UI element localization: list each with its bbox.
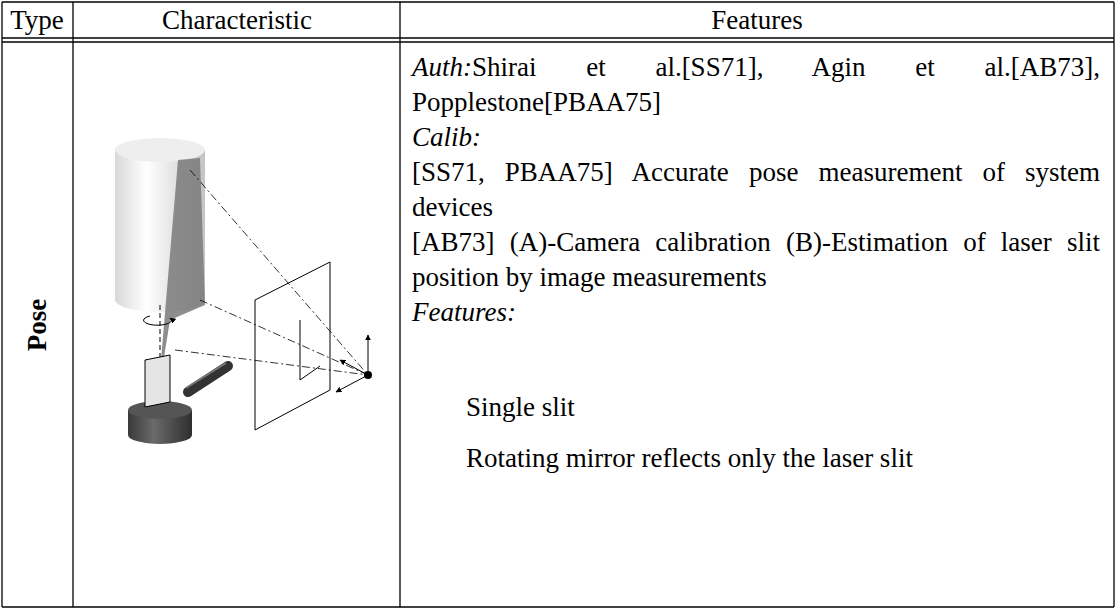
- column-header: Characteristic: [162, 5, 312, 36]
- section-heading: Calib:: [412, 120, 1100, 155]
- laser-scanner-illustration: [115, 138, 372, 444]
- feature-bullet: Single slit: [412, 390, 1100, 425]
- field-label: Calib:: [412, 122, 481, 152]
- row-header: Pose: [22, 299, 53, 351]
- field-label: Features:: [412, 297, 516, 327]
- cell-text: [AB73] (A)-Camera calibration (B)-Estima…: [412, 227, 1100, 292]
- column-header: Features: [711, 5, 802, 36]
- features-cell: Auth:Shirai et al.[SS71], Agin et al.[AB…: [412, 50, 1100, 476]
- section-heading: Features:: [412, 295, 1100, 330]
- cell-text: [SS71, PBAA75] Accurate pose measurement…: [412, 157, 1100, 222]
- cell-text: Single slit: [466, 392, 575, 422]
- cell-text: Rotating mirror reflects only the laser …: [466, 443, 913, 473]
- calibration-note: [AB73] (A)-Camera calibration (B)-Estima…: [412, 225, 1100, 295]
- feature-bullet: Rotating mirror reflects only the laser …: [412, 441, 1100, 476]
- cell-text: Shirai et al.[SS71], Agin et al.[AB73], …: [412, 52, 1100, 117]
- authors-entry: Auth:Shirai et al.[SS71], Agin et al.[AB…: [412, 50, 1100, 120]
- field-label: Auth:: [412, 52, 472, 82]
- column-header: Type: [10, 5, 64, 36]
- calibration-note: [SS71, PBAA75] Accurate pose measurement…: [412, 155, 1100, 225]
